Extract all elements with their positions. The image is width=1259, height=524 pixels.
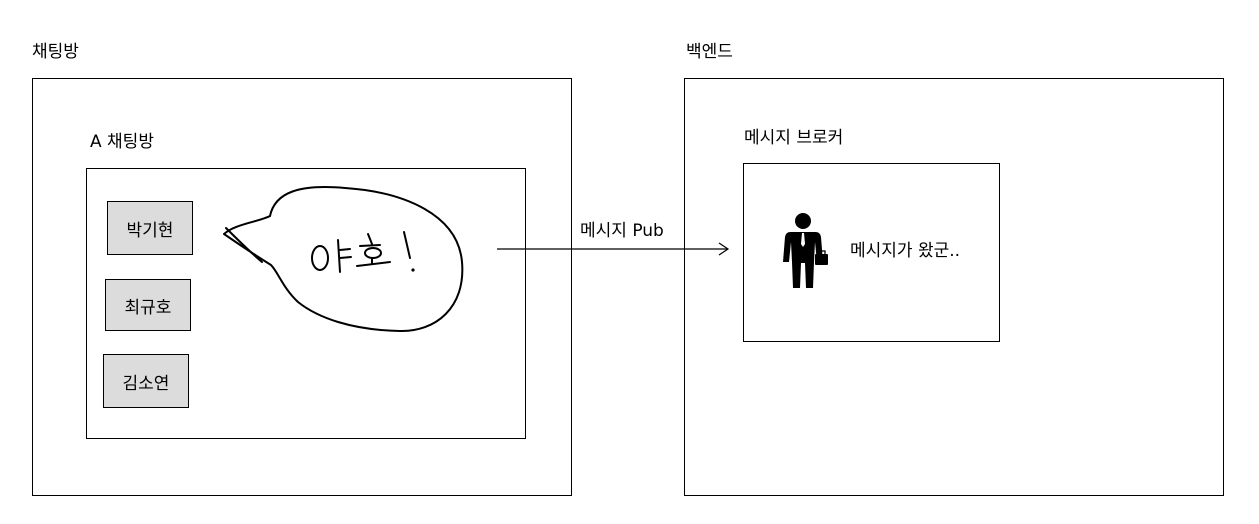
businessman-icon [783, 213, 828, 288]
member-3: 김소연 [103, 354, 189, 408]
worker-message: 메시지가 왔군.. [850, 241, 961, 261]
chat-section-title: 채팅방 [32, 42, 79, 62]
room-title: A 채팅방 [90, 132, 154, 152]
member-2: 최규호 [105, 279, 191, 331]
member-1: 박기현 [107, 201, 193, 255]
speech-bubble-tail-stroke [225, 227, 263, 263]
backend-section-title: 백엔드 [686, 42, 733, 62]
speech-bubble-text [311, 231, 415, 273]
speech-bubble [223, 186, 464, 333]
arrow-label: 메시지 Pub [580, 221, 664, 241]
broker-title: 메시지 브로커 [744, 128, 844, 148]
pub-arrow [497, 242, 730, 256]
